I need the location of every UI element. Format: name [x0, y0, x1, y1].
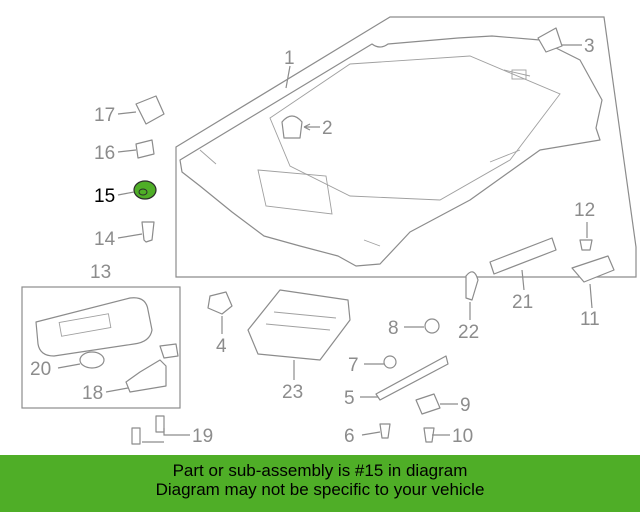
part-9-clip — [415, 393, 441, 415]
callout-18: 18 — [82, 383, 103, 404]
leader-lines — [57, 44, 593, 443]
callout-16: 16 — [94, 143, 115, 164]
part-15-hole — [138, 188, 148, 196]
callout-13: 13 — [90, 262, 111, 283]
headliner-clip-slot — [511, 69, 527, 80]
part-10-screw — [423, 427, 435, 443]
part-12-bolt — [579, 239, 593, 251]
console-lines — [265, 311, 337, 331]
sun-visor-frame — [21, 286, 181, 409]
callout-20: 20 — [30, 359, 51, 380]
exploded-parts-diagram: 1 2 3 4 5 6 7 8 9 10 11 12 13 14 15 16 1… — [21, 16, 637, 447]
headliner-panel — [179, 35, 603, 267]
part-5-strip — [375, 355, 449, 401]
info-banner: Part or sub-assembly is #15 in diagram D… — [0, 455, 640, 512]
callout-12: 12 — [574, 200, 595, 221]
callout-10: 10 — [452, 426, 473, 447]
callout-22: 22 — [458, 322, 479, 343]
visor-bulb — [79, 351, 105, 369]
banner-line-2: Diagram may not be specific to your vehi… — [155, 480, 485, 499]
callout-23: 23 — [282, 382, 303, 403]
sun-visor-assembly — [21, 286, 181, 409]
part-23-overhead-console — [247, 289, 351, 361]
callout-3: 3 — [584, 36, 595, 57]
part-14-pin — [141, 221, 155, 243]
visor-holder — [125, 359, 167, 393]
part-17-bracket — [135, 95, 165, 125]
sun-visor-body — [35, 297, 153, 357]
callout-4: 4 — [216, 336, 227, 357]
callout-11: 11 — [580, 309, 600, 330]
callout-9: 9 — [460, 395, 471, 416]
vanity-mirror — [58, 313, 112, 337]
part-11-bracket — [571, 255, 615, 283]
part-4-clip — [207, 291, 233, 315]
callout-5: 5 — [344, 388, 355, 409]
part-2-clip — [281, 115, 303, 139]
visor-hinge — [159, 343, 179, 359]
banner-line-1: Part or sub-assembly is #15 in diagram — [172, 461, 468, 480]
callout-7: 7 — [348, 355, 359, 376]
console-recess — [257, 169, 333, 215]
part-19-clips — [131, 415, 165, 445]
part-21-handle — [489, 237, 557, 275]
part-15-highlighted — [133, 180, 157, 200]
callout-1: 1 — [284, 48, 295, 69]
headliner-assembly — [175, 16, 637, 278]
part-3-clip — [537, 27, 563, 53]
headliner-details — [199, 69, 531, 247]
part-8-nut — [424, 318, 440, 334]
callout-6: 6 — [344, 426, 355, 447]
callout-15: 15 — [94, 186, 115, 207]
callout-17: 17 — [94, 105, 115, 126]
part-6-screw — [379, 423, 391, 439]
callout-14: 14 — [94, 229, 116, 250]
callout-8: 8 — [388, 318, 399, 339]
part-22-hook — [465, 271, 479, 301]
callout-21: 21 — [512, 292, 533, 313]
part-16-pad — [135, 139, 155, 159]
headliner-frame — [175, 16, 637, 278]
sunroof-opening — [269, 55, 561, 201]
callout-19: 19 — [192, 426, 213, 447]
callout-2: 2 — [322, 118, 333, 139]
part-7-nut — [383, 355, 397, 369]
